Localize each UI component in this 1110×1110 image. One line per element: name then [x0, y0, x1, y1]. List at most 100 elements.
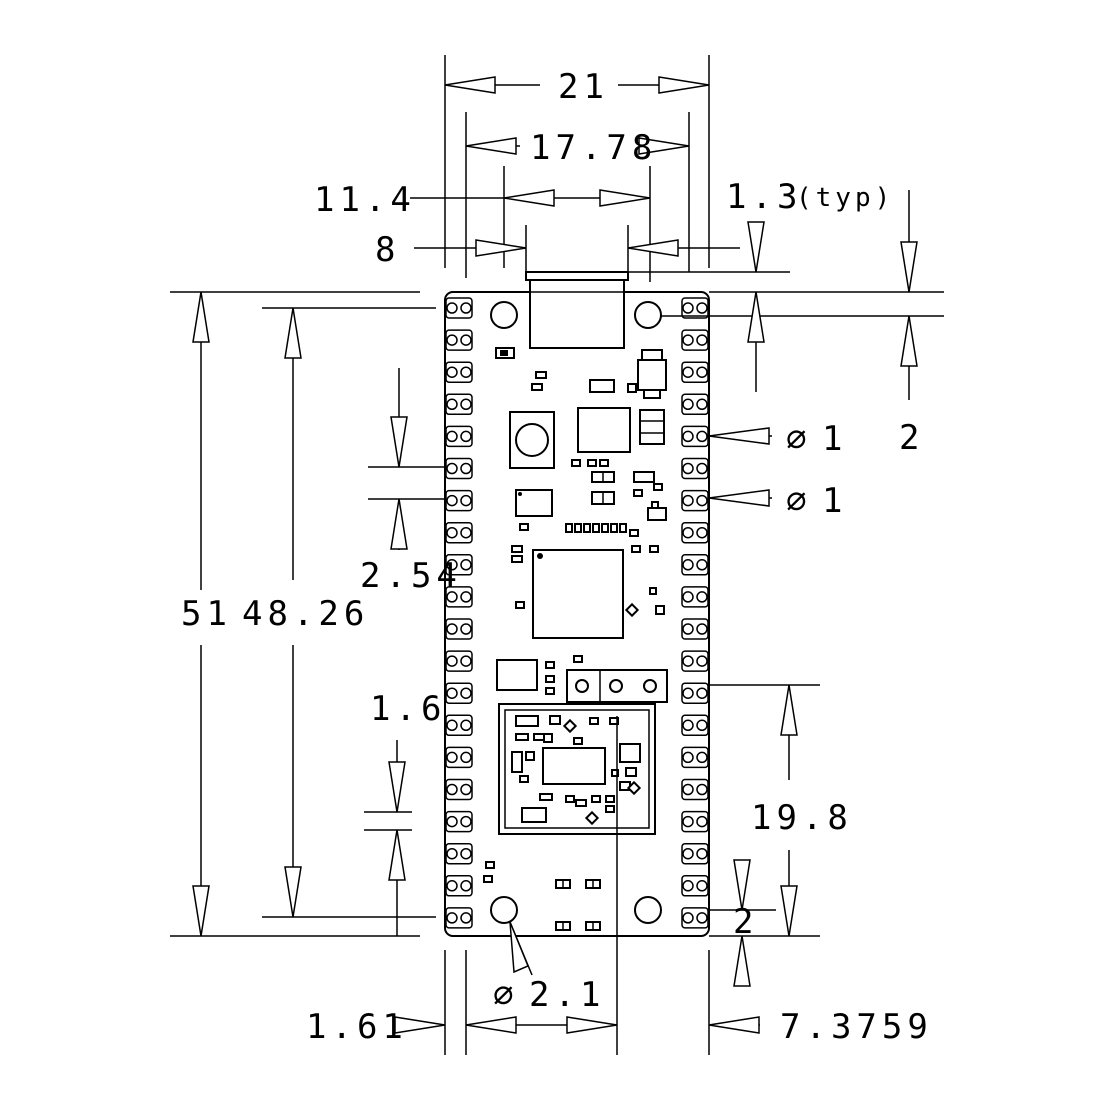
dim-length-overall: 51: [181, 594, 232, 634]
mount-hole-top-left: [490, 301, 518, 329]
pin-pad: [681, 682, 709, 704]
pin-pad: [681, 554, 709, 576]
pin-hole: [460, 334, 472, 346]
pin-hole: [460, 526, 472, 539]
pin-castellation: [446, 655, 458, 667]
dia-symbol-a: ∅: [786, 419, 811, 459]
pin-hole: [682, 880, 694, 892]
dim-board-thickness: 1.6: [370, 689, 446, 729]
pin-hole: [460, 623, 472, 635]
dim-usb-span: 11.4: [314, 180, 416, 220]
pin-hole: [460, 430, 472, 443]
pin-hole: [460, 559, 472, 571]
pin-castellation: [446, 462, 458, 475]
dim-mount-hole-dia: 2.1: [529, 975, 605, 1015]
pin-castellation: [696, 334, 708, 346]
pin-hole: [460, 912, 472, 924]
dim-hole-spacing: 48.26: [242, 594, 369, 634]
pin-hole: [460, 655, 472, 667]
pin-hole: [682, 334, 694, 346]
left-pin-header: [445, 297, 473, 929]
pin-pad: [681, 714, 709, 737]
pin-castellation: [696, 398, 708, 411]
pin-castellation: [696, 366, 708, 378]
dim-header-pitch: 17.78: [530, 128, 657, 168]
pin-castellation: [446, 526, 458, 539]
dim-pin-pitch: 2.54: [360, 556, 462, 596]
pin-castellation: [696, 526, 708, 539]
dia-symbol-mount: ∅: [493, 975, 518, 1015]
pin-castellation: [696, 783, 708, 796]
rp2040-chip: [532, 549, 624, 639]
pin-castellation: [696, 462, 708, 475]
pin-pad: [681, 778, 709, 801]
pin-pad: [681, 650, 709, 672]
pin-castellation: [446, 815, 458, 828]
pin-hole: [682, 494, 694, 507]
resistor: [619, 523, 627, 533]
pin-pad: [681, 875, 709, 897]
pin-castellation: [696, 623, 708, 635]
resistor: [565, 523, 573, 533]
pin-hole: [682, 783, 694, 796]
pin-castellation: [696, 719, 708, 732]
pin-pad: [681, 393, 709, 416]
right-pin-header: [681, 297, 709, 929]
dim-bottom-offset: 2: [733, 902, 758, 942]
wireless-chip: [542, 747, 606, 785]
pin-hole: [460, 687, 472, 699]
pin-castellation: [446, 398, 458, 411]
pin-hole: [460, 783, 472, 796]
resistor: [583, 523, 591, 533]
mount-hole-bottom-left: [490, 896, 518, 924]
dim-right-offset: 7.3759: [780, 1007, 933, 1047]
pin-hole: [682, 719, 694, 732]
pin-hole: [460, 302, 472, 314]
pin-pad: [445, 875, 473, 897]
pin-hole: [682, 366, 694, 378]
pin-hole: [682, 847, 694, 860]
pin-hole: [682, 815, 694, 828]
pin-pad: [681, 425, 709, 448]
pin-pad: [445, 810, 473, 833]
pin-hole: [460, 494, 472, 507]
pin-pad: [681, 329, 709, 351]
pin-pad: [445, 746, 473, 769]
dim-connector-offset: 19.8: [751, 798, 853, 838]
resistor: [574, 523, 582, 533]
pin-castellation: [696, 751, 708, 764]
bootsel-button: [509, 411, 555, 469]
pin-pad: [445, 586, 473, 608]
pin-pad: [445, 489, 473, 512]
inductor: [496, 659, 538, 691]
pin-hole: [682, 655, 694, 667]
dim-tab-note: (typ): [796, 183, 894, 213]
pin-hole: [682, 559, 694, 571]
dim-edge-offset: 1.61: [306, 1007, 408, 1047]
pin-castellation: [446, 366, 458, 378]
pin-pad: [445, 714, 473, 737]
pin-pad: [681, 361, 709, 383]
pin-hole: [682, 430, 694, 443]
pin-pad: [445, 618, 473, 640]
pin-castellation: [696, 687, 708, 699]
pin-castellation: [696, 430, 708, 443]
pin-pad: [445, 682, 473, 704]
mount-hole-bottom-right: [634, 896, 662, 924]
mount-hole-top-right: [634, 301, 662, 329]
pin-pad: [681, 810, 709, 833]
pin-pad: [445, 329, 473, 351]
dia-symbol-b: ∅: [786, 481, 811, 521]
pin-hole: [682, 591, 694, 603]
pin-castellation: [696, 494, 708, 507]
pin-castellation: [446, 687, 458, 699]
pin-castellation: [696, 880, 708, 892]
pin-castellation: [446, 334, 458, 346]
pin-hole: [460, 847, 472, 860]
debug-header: [566, 669, 668, 703]
board: [444, 271, 710, 937]
pin-pad: [681, 586, 709, 608]
pin-hole: [682, 623, 694, 635]
resistor: [601, 523, 609, 533]
dim-hole-dia-a: 1: [822, 419, 847, 459]
